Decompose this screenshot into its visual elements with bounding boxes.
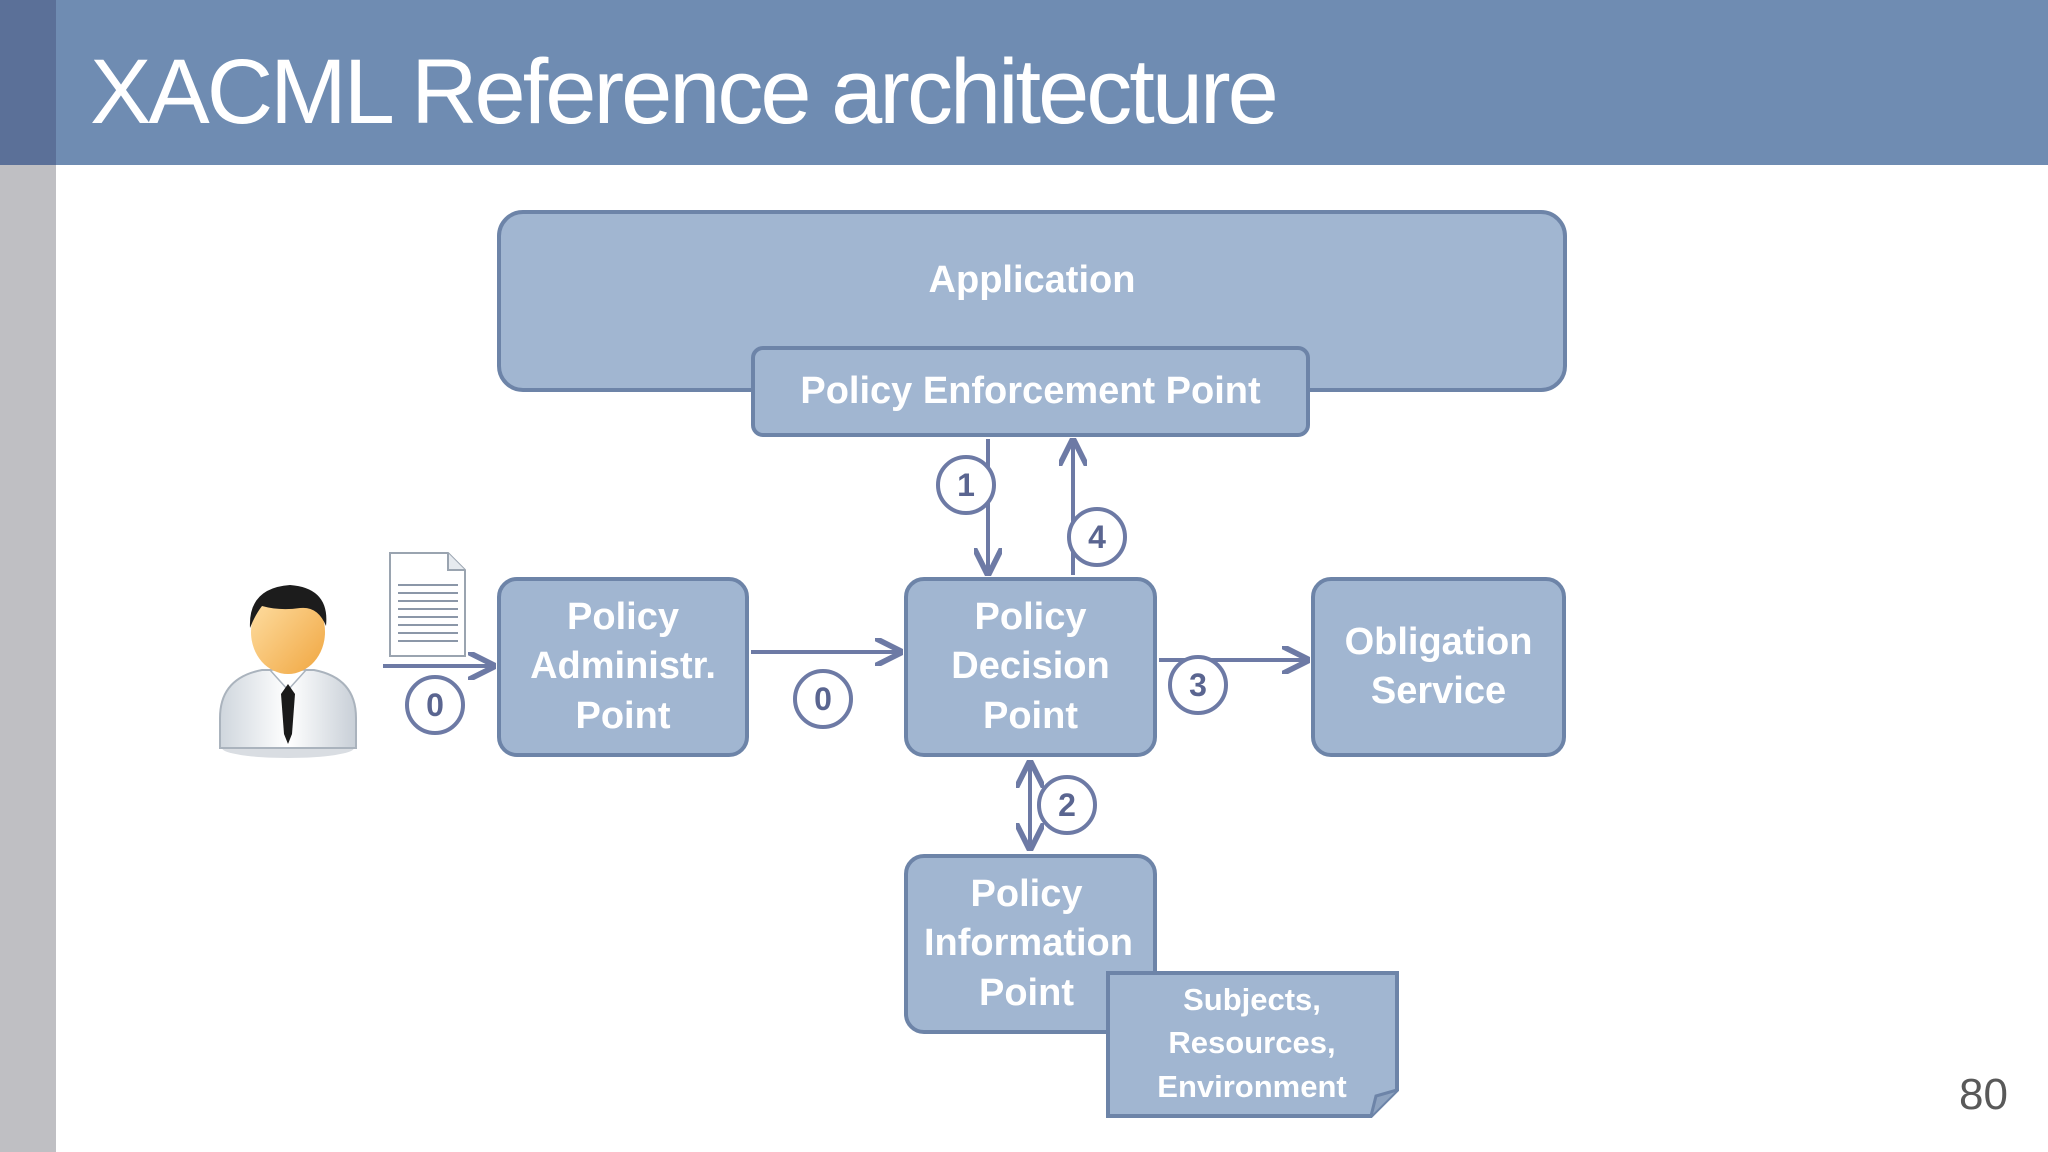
page-number: 80 <box>1959 1070 2008 1119</box>
policy-decision-point-box: Policy Decision Point <box>904 577 1157 757</box>
pip-label: Policy Information Point <box>924 872 1133 1014</box>
pdp-label: Policy Decision Point <box>951 595 1110 737</box>
pep-label: Policy Enforcement Point <box>800 369 1261 412</box>
step-3-badge: 3 <box>1168 655 1228 715</box>
policy-enforcement-point-box: Policy Enforcement Point <box>751 346 1310 437</box>
step-0-pap-badge: 0 <box>793 669 853 729</box>
title-bar <box>56 0 2048 165</box>
left-accent-bar-top <box>0 0 56 165</box>
application-label: Application <box>928 259 1136 301</box>
step-4-badge: 4 <box>1067 507 1127 567</box>
pap-label: Policy Administr. Point <box>530 595 716 737</box>
obligation-label: Obligation Service <box>1344 620 1533 712</box>
user-avatar-icon <box>219 585 357 758</box>
policy-administration-point-box: Policy Administr. Point <box>497 577 749 757</box>
policy-document-icon <box>389 552 466 657</box>
step-1-badge: 1 <box>936 455 996 515</box>
slide-title: XACML Reference architecture <box>90 41 1279 143</box>
step-2-badge: 2 <box>1037 775 1097 835</box>
obligation-service-box: Obligation Service <box>1311 577 1566 757</box>
step-0-user-badge: 0 <box>405 675 465 735</box>
left-accent-bar <box>0 0 56 1152</box>
pip-note-shape <box>1106 971 1399 1118</box>
pip-note-text: Subjects, Resources, Environment <box>1157 982 1347 1104</box>
